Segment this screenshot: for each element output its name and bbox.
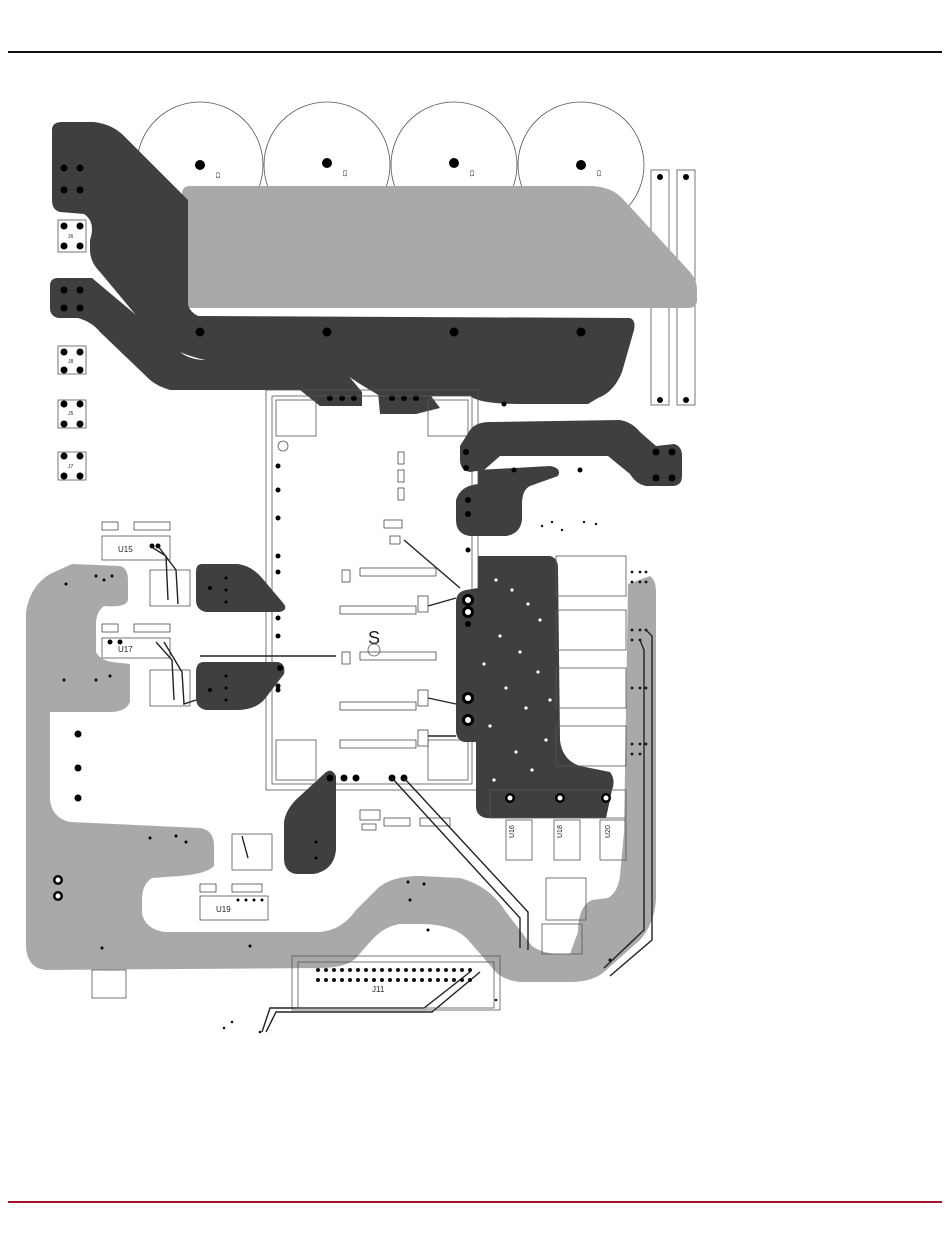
left-connectors: J6 J8 J5 J7 [58, 220, 86, 480]
center-component-mark: S [368, 628, 380, 648]
central-module-frame [266, 390, 478, 790]
j5-label: J5 [68, 411, 74, 417]
u17-label: U17 [118, 645, 133, 654]
cap-label-4: C3 [595, 170, 601, 177]
u15-label: U15 [118, 545, 133, 554]
u19-label: U19 [216, 905, 231, 914]
u16-label: U16 [509, 825, 516, 838]
center-smd-parts: S [340, 452, 450, 830]
top-copper-plane [182, 186, 697, 308]
cap-label-1: C3 [214, 172, 220, 179]
cap-label-3: C3 [468, 170, 474, 177]
dark-copper-right-hook [456, 466, 559, 536]
dark-copper-u17-pad [196, 662, 284, 710]
j7-label: J7 [68, 464, 74, 470]
u20-label: U20 [605, 825, 612, 838]
j11-label: J11 [372, 985, 385, 994]
dark-copper-bottom-center [284, 771, 336, 874]
j8-label: J8 [68, 359, 74, 365]
dark-copper-power-stage [456, 556, 614, 818]
u18-label: U18 [557, 825, 564, 838]
j6-label: J6 [68, 234, 74, 240]
cap-label-2: C3 [341, 170, 347, 177]
